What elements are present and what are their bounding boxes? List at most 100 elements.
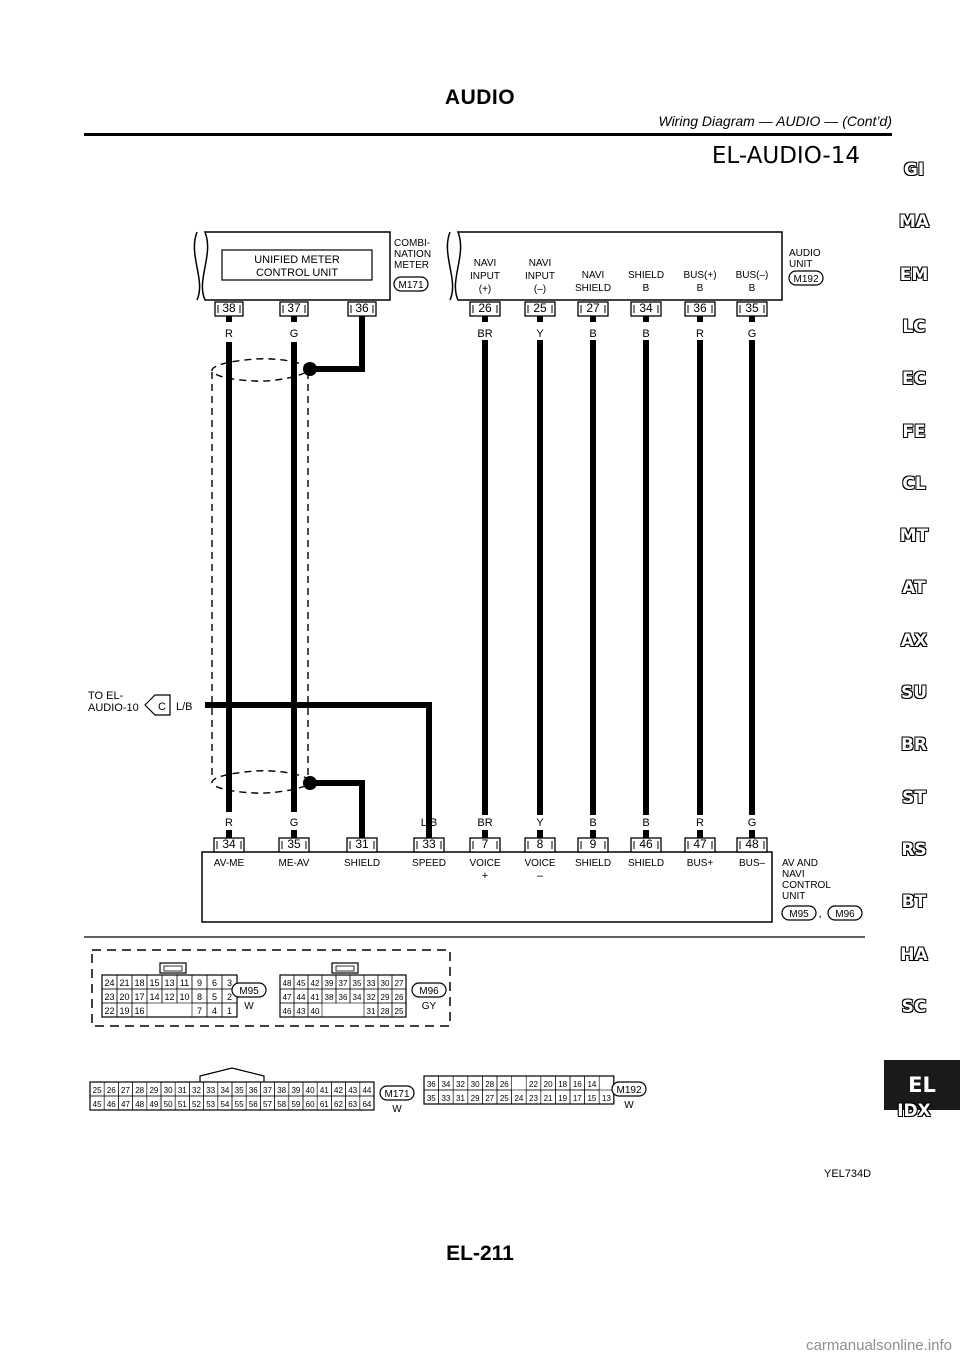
audio-tag-line-0: AUDIO bbox=[789, 248, 821, 259]
m96-view-color: GY bbox=[422, 1001, 437, 1012]
m171-view-pin-30: 30 bbox=[164, 1086, 173, 1095]
side-index-rs[interactable]: RS bbox=[901, 839, 927, 860]
m95-view-pin-7: 7 bbox=[197, 1006, 202, 1016]
m95-view-tag-label: M95 bbox=[239, 986, 259, 997]
m96-view-tag-badge bbox=[411, 982, 447, 998]
m96-view-pin-35: 35 bbox=[353, 979, 362, 988]
av-pin-47-box bbox=[684, 837, 716, 853]
side-index-gi[interactable]: GI bbox=[903, 160, 925, 180]
meter-unit-outline bbox=[201, 231, 391, 301]
m192-view-pin-26: 26 bbox=[500, 1080, 509, 1089]
side-index-br[interactable]: BR bbox=[900, 735, 928, 756]
av-connector-tag-0-badge bbox=[781, 905, 817, 921]
m96-view-pin-42: 42 bbox=[311, 979, 320, 988]
m192-view-pin-23: 23 bbox=[529, 1094, 538, 1103]
m192-view-pin-35: 35 bbox=[427, 1094, 436, 1103]
audio-label-2-line-1: SHIELD bbox=[575, 283, 611, 294]
m96-view-pin-38: 38 bbox=[325, 993, 334, 1002]
side-index-at[interactable]: AT bbox=[902, 578, 926, 599]
m171-view-pin-38: 38 bbox=[277, 1086, 286, 1095]
av-label-4: VOICE bbox=[469, 858, 500, 869]
m96-view-pin-32: 32 bbox=[367, 993, 376, 1002]
av-pin-35-box bbox=[278, 837, 310, 853]
meter-wire-color-1: G bbox=[290, 328, 299, 340]
m171-view-pin-54: 54 bbox=[220, 1100, 229, 1109]
m171-view-pin-40: 40 bbox=[306, 1086, 315, 1095]
av-pin-9-box bbox=[577, 837, 609, 853]
m171-view-pin-26: 26 bbox=[107, 1086, 116, 1095]
av-label-8: BUS+ bbox=[687, 858, 714, 869]
audio-label-5-line-0: BUS(–) bbox=[736, 270, 769, 281]
meter-pin-37-stub bbox=[291, 316, 297, 322]
side-index-sc[interactable]: SC bbox=[901, 996, 927, 1017]
m96-view-pin-47: 47 bbox=[283, 993, 292, 1002]
m95-view-pin-10: 10 bbox=[179, 992, 189, 1002]
meter-tag-line-1: NATION bbox=[394, 249, 431, 260]
av-wire-color-7: B bbox=[642, 817, 649, 829]
side-index-bt[interactable]: BT bbox=[901, 892, 927, 913]
av-pin-47-number: 47 bbox=[693, 837, 707, 851]
meter-wire-color-0: R bbox=[225, 328, 233, 340]
m171-view-pin-59: 59 bbox=[291, 1100, 300, 1109]
meter-connector-tag-label: M171 bbox=[398, 280, 423, 291]
m171-view-pin-37: 37 bbox=[263, 1086, 272, 1095]
audio-wire-color-2: B bbox=[589, 328, 596, 340]
m192-view-pin-15: 15 bbox=[587, 1094, 596, 1103]
audio-label-0-line-1: INPUT bbox=[470, 271, 500, 282]
m95-view-face bbox=[101, 974, 238, 1018]
m192-view-pin-34: 34 bbox=[441, 1080, 450, 1089]
m96-view-pin-44: 44 bbox=[297, 993, 306, 1002]
m96-view-pin-31: 31 bbox=[367, 1007, 376, 1016]
m192-view-pin-17: 17 bbox=[573, 1094, 582, 1103]
av-label-3: SPEED bbox=[412, 858, 446, 869]
offpage-letter: C bbox=[158, 701, 166, 713]
av-tag-line-1: NAVI bbox=[782, 869, 805, 880]
m171-view-tag-label: M171 bbox=[384, 1089, 409, 1100]
side-index-ec[interactable]: EC bbox=[901, 369, 927, 390]
av-pin-48-stub bbox=[749, 830, 755, 838]
m171-view-pin-29: 29 bbox=[149, 1086, 158, 1095]
m171-view-pin-31: 31 bbox=[178, 1086, 187, 1095]
m95-view-color: W bbox=[244, 1001, 254, 1012]
side-index-el[interactable]: EL bbox=[908, 1073, 936, 1097]
av-wire-color-0: R bbox=[225, 817, 233, 829]
m96-view-pin-30: 30 bbox=[381, 979, 390, 988]
side-index-lc[interactable]: LC bbox=[902, 316, 926, 337]
av-wire-color-8: R bbox=[696, 817, 704, 829]
side-index-su[interactable]: SU bbox=[900, 683, 928, 703]
m171-view-pin-33: 33 bbox=[206, 1086, 215, 1095]
side-index-cl[interactable]: CL bbox=[902, 473, 926, 494]
side-index-ha[interactable]: HA bbox=[900, 944, 928, 965]
m95-view-pin-19: 19 bbox=[119, 1006, 129, 1016]
side-index-idx[interactable]: IDX bbox=[897, 1101, 931, 1122]
m96-view-pin-36: 36 bbox=[339, 993, 348, 1002]
av-wire-color-9: G bbox=[748, 817, 757, 829]
m95-view-pin-23: 23 bbox=[104, 992, 114, 1002]
side-index-fe[interactable]: FE bbox=[902, 421, 926, 442]
m171-view-color: W bbox=[392, 1104, 402, 1115]
m95-view-tag-badge bbox=[231, 982, 267, 998]
m171-view-pin-49: 49 bbox=[149, 1100, 158, 1109]
av-connector-tag-1-badge bbox=[827, 905, 863, 921]
m96-view-tag-label: M96 bbox=[419, 986, 439, 997]
meter-unit-name-line1: UNIFIED METER bbox=[254, 254, 340, 266]
wire-meter-pin36 bbox=[310, 319, 365, 372]
m192-view-pin-25: 25 bbox=[500, 1094, 509, 1103]
meter-tag-line-0: COMBI- bbox=[394, 238, 430, 249]
audio-pin-25-number: 25 bbox=[533, 301, 547, 315]
side-index-st[interactable]: ST bbox=[902, 787, 926, 808]
m171-view-pin-41: 41 bbox=[320, 1086, 329, 1095]
av-pin-47-stub bbox=[697, 830, 703, 838]
m95-view-pin-17: 17 bbox=[134, 992, 144, 1002]
m96-view-pin-29: 29 bbox=[381, 993, 390, 1002]
side-index-ma[interactable]: MA bbox=[898, 212, 930, 233]
side-index-em[interactable]: EM bbox=[899, 264, 929, 285]
side-index-mt[interactable]: MT bbox=[899, 526, 929, 547]
m95-view-cell bbox=[131, 1002, 148, 1018]
m171-view-pin-48: 48 bbox=[135, 1100, 144, 1109]
m95-view-pin-4: 4 bbox=[212, 1006, 217, 1016]
meter-unit-name-line2: CONTROL UNIT bbox=[256, 267, 338, 279]
side-index-ax[interactable]: AX bbox=[900, 630, 928, 651]
audio-pin-27-stub bbox=[590, 316, 596, 322]
av-tag-line-3: UNIT bbox=[782, 891, 805, 902]
